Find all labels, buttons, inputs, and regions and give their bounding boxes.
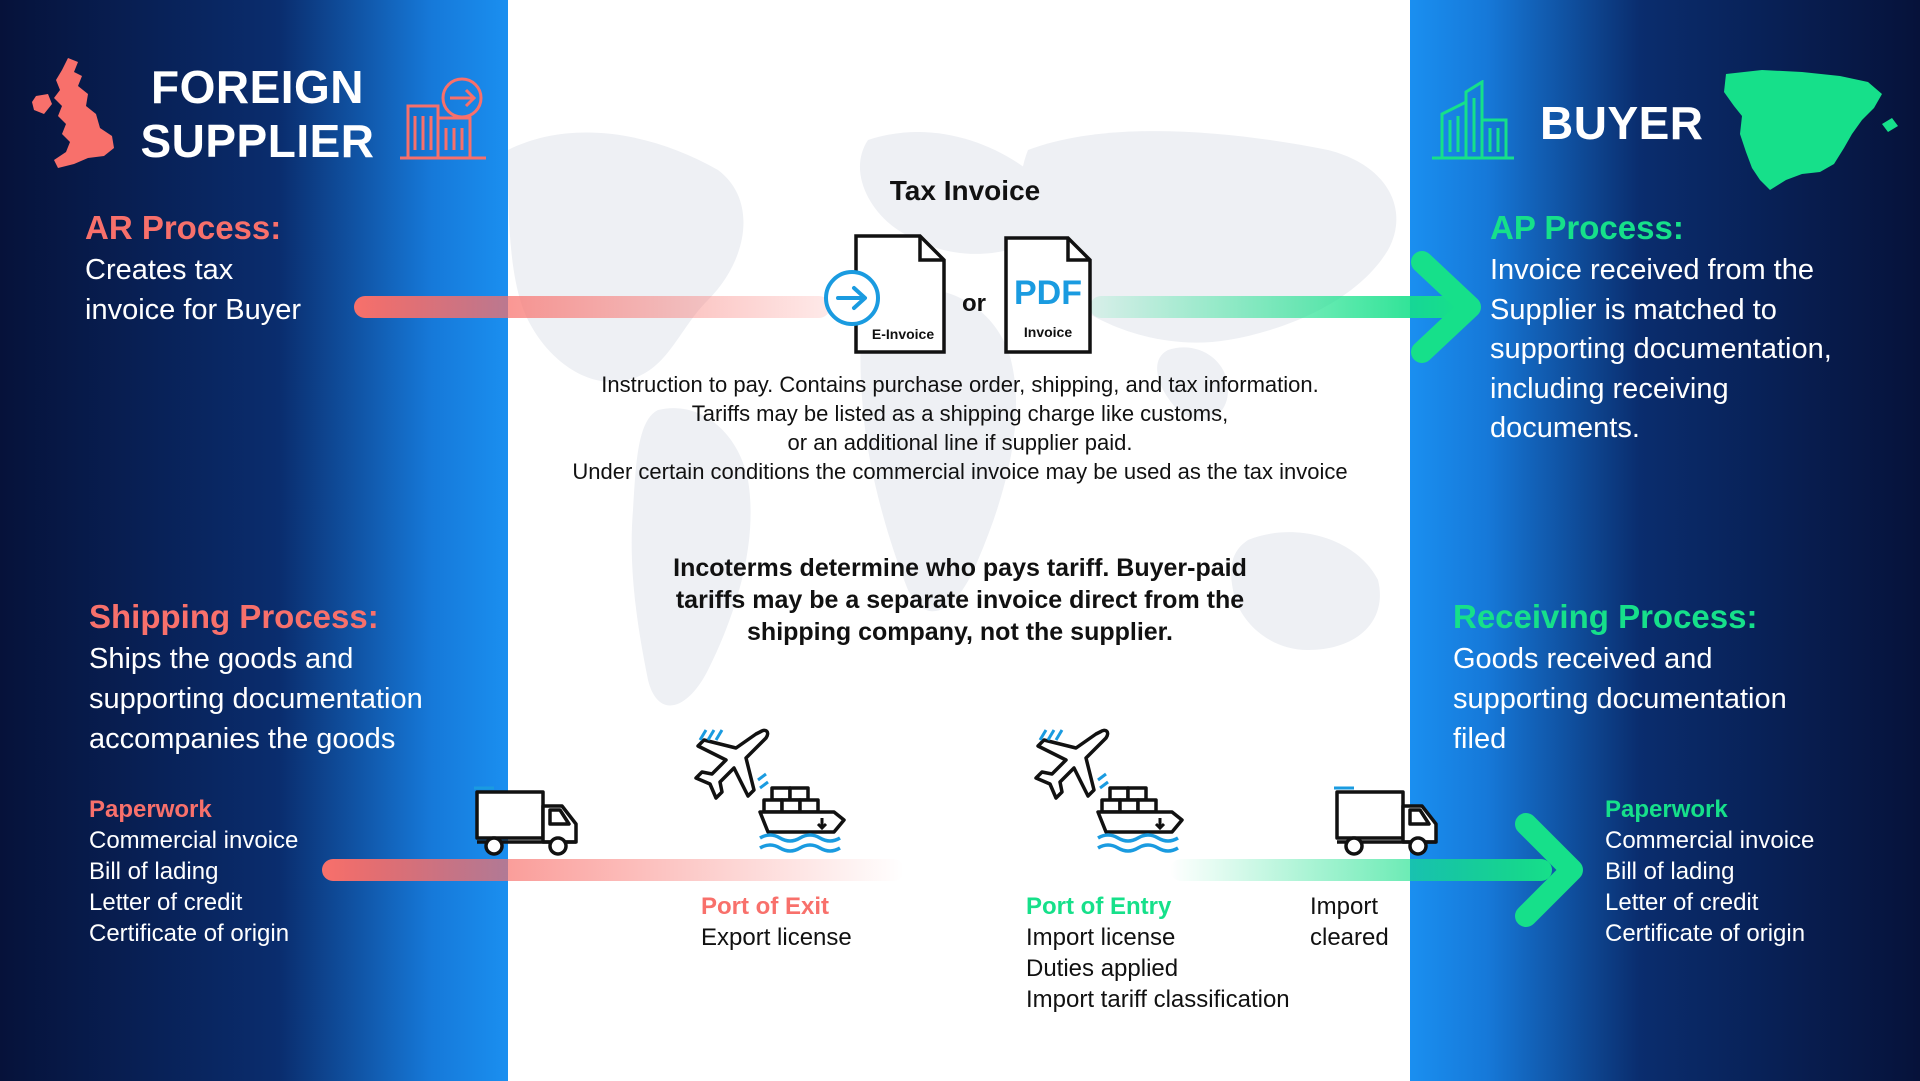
einvoice-document-icon: E-Invoice bbox=[822, 234, 946, 354]
ap-process-line3: supporting documentation, bbox=[1490, 333, 1832, 365]
invoice-desc-line4: Under certain conditions the commercial … bbox=[572, 459, 1348, 484]
or-label: or bbox=[962, 290, 986, 317]
shipping-process-line1: Ships the goods and bbox=[89, 643, 354, 675]
receiving-process-line3: filed bbox=[1453, 723, 1507, 755]
truck-icon bbox=[474, 786, 578, 856]
port-exit-heading: Port of Exit bbox=[701, 893, 830, 920]
building-icon bbox=[1432, 80, 1514, 160]
port-exit-line1: Export license bbox=[701, 924, 852, 951]
receiving-process-line2: supporting documentation bbox=[1453, 683, 1787, 715]
pdf-document-icon: PDF Invoice bbox=[1004, 236, 1092, 354]
import-cleared-line1: Import bbox=[1310, 893, 1379, 920]
buyer-paperwork-item: Certificate of origin bbox=[1605, 920, 1806, 947]
ap-process-line1: Invoice received from the bbox=[1490, 254, 1814, 286]
ap-process-line4: including receiving bbox=[1490, 373, 1729, 405]
pdf-invoice-label: Invoice bbox=[1023, 324, 1073, 340]
supplier-paperwork-item: Bill of lading bbox=[89, 858, 219, 885]
port-entry-heading: Port of Entry bbox=[1026, 893, 1172, 920]
supplier-paperwork-heading: Paperwork bbox=[89, 796, 212, 823]
supplier-title-line1: FOREIGN bbox=[150, 61, 365, 113]
supplier-paperwork-item: Commercial invoice bbox=[89, 827, 299, 854]
incoterms-line1: Incoterms determine who pays tariff. Buy… bbox=[673, 554, 1247, 582]
invoice-desc-line1: Instruction to pay. Contains purchase or… bbox=[601, 372, 1319, 397]
buyer-paperwork-item: Bill of lading bbox=[1605, 858, 1735, 885]
shipping-process-line3: accompanies the goods bbox=[89, 723, 396, 755]
buyer-title: BUYER bbox=[1540, 97, 1704, 149]
invoice-desc-line2: Tariffs may be listed as a shipping char… bbox=[691, 401, 1229, 426]
cargo-ship-icon bbox=[1096, 786, 1184, 853]
ap-process-line2: Supplier is matched to bbox=[1490, 294, 1777, 326]
ap-process-heading: AP Process: bbox=[1490, 209, 1684, 246]
ap-process-line5: documents. bbox=[1490, 412, 1640, 444]
incoterms-line2: tariffs may be a separate invoice direct… bbox=[675, 586, 1245, 614]
ar-process-line2: invoice for Buyer bbox=[85, 294, 301, 326]
receiving-process-line1: Goods received and bbox=[1453, 643, 1713, 675]
incoterms-line3: shipping company, not the supplier. bbox=[747, 618, 1173, 646]
buyer-paperwork-item: Letter of credit bbox=[1605, 889, 1759, 916]
port-entry-line1: Import license bbox=[1026, 924, 1176, 951]
uk-map-icon bbox=[32, 58, 114, 168]
tax-invoice-title: Tax Invoice bbox=[889, 175, 1041, 206]
pdf-text: PDF bbox=[1014, 274, 1082, 312]
supplier-paperwork-item: Letter of credit bbox=[89, 889, 243, 916]
buyer-panel bbox=[1410, 0, 1920, 1081]
ar-process-line1: Creates tax bbox=[85, 254, 234, 286]
ar-process-heading: AR Process: bbox=[85, 209, 282, 246]
port-entry-line2: Duties applied bbox=[1026, 955, 1179, 982]
receiving-process-heading: Receiving Process: bbox=[1453, 598, 1758, 635]
world-map-background bbox=[508, 131, 1397, 706]
port-entry-line3: Import tariff classification bbox=[1026, 986, 1290, 1013]
import-cleared-line2: cleared bbox=[1310, 924, 1389, 951]
supplier-paperwork-item: Certificate of origin bbox=[89, 920, 290, 947]
invoice-desc-line3: or an additional line if supplier paid. bbox=[787, 430, 1133, 455]
plane-icon bbox=[694, 728, 770, 800]
einvoice-label: E-Invoice bbox=[871, 326, 935, 342]
truck-icon bbox=[1334, 786, 1438, 856]
building-arrow-icon bbox=[400, 77, 486, 160]
plane-icon bbox=[1034, 728, 1110, 800]
shipping-process-line2: supporting documentation bbox=[89, 683, 423, 715]
buyer-paperwork-heading: Paperwork bbox=[1605, 796, 1728, 823]
supplier-title-line2: SUPPLIER bbox=[140, 115, 375, 167]
spain-map-icon bbox=[1724, 70, 1898, 190]
supplier-panel bbox=[0, 0, 508, 1081]
cargo-ship-icon bbox=[758, 786, 846, 853]
shipping-process-heading: Shipping Process: bbox=[89, 598, 379, 635]
buyer-paperwork-item: Commercial invoice bbox=[1605, 827, 1815, 854]
